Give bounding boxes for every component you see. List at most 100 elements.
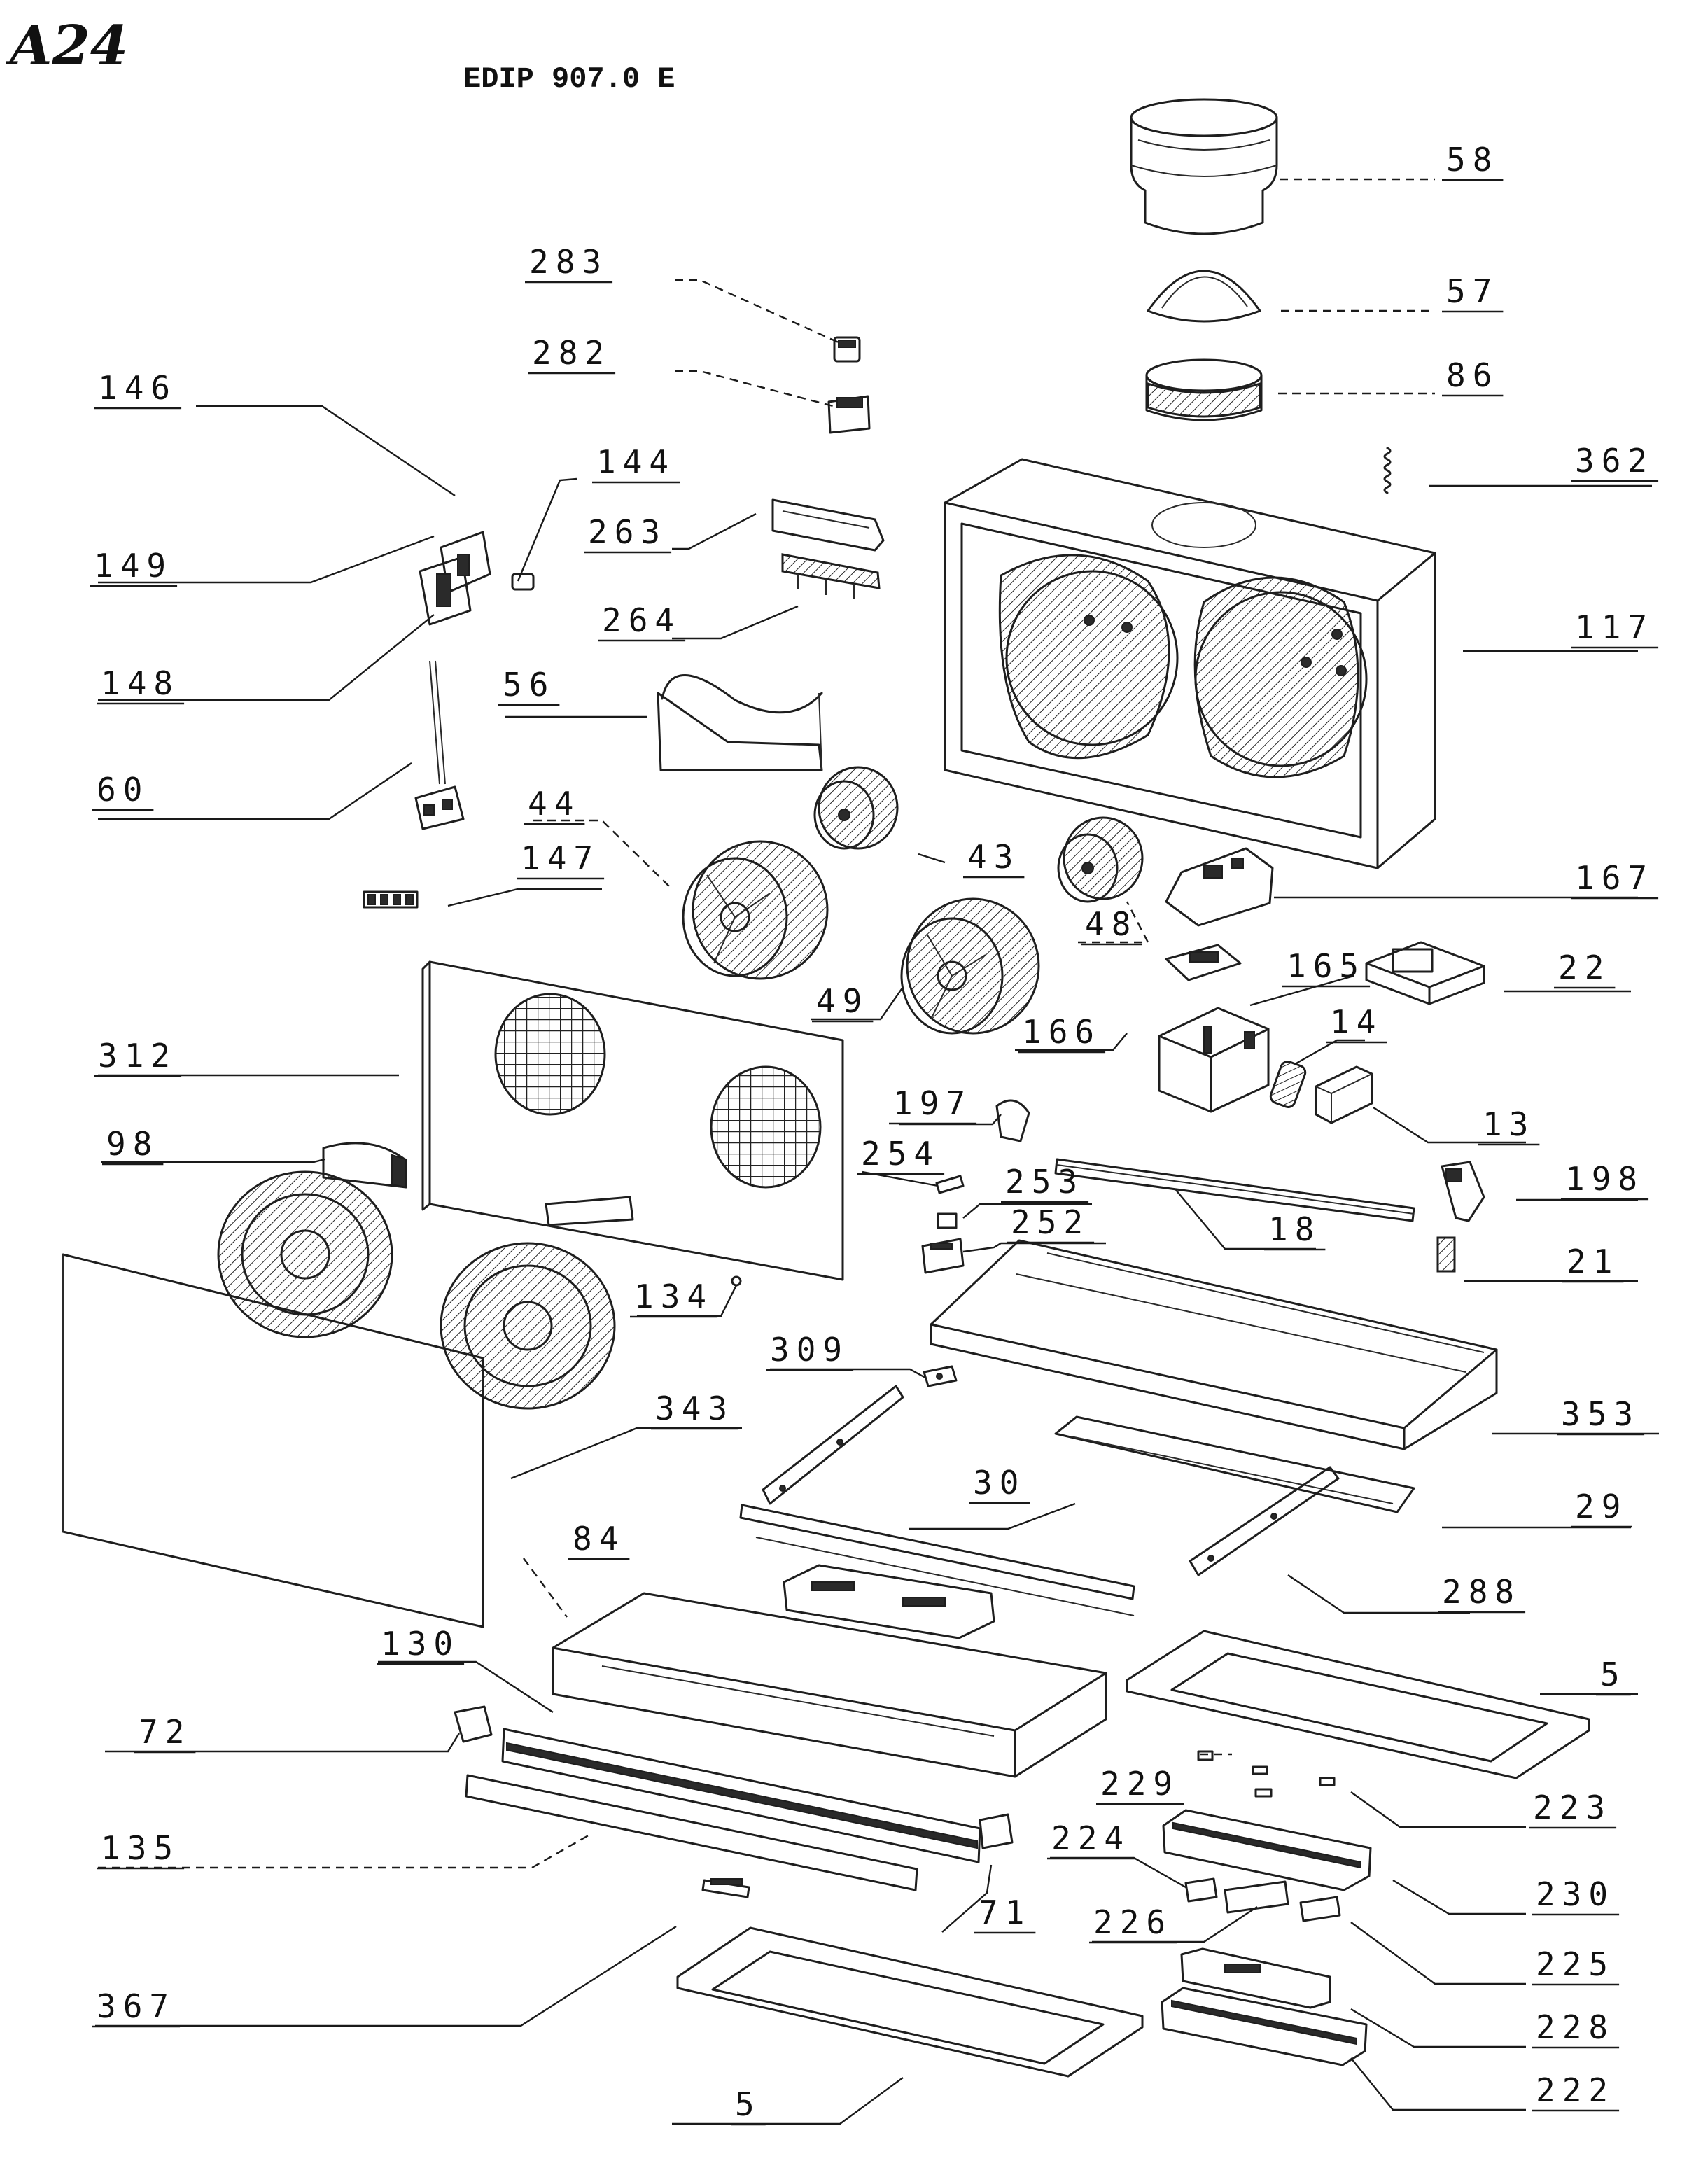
lamp-cover-center: [783, 1564, 995, 1639]
frame-353: [930, 1239, 1498, 1450]
callout-30: 30: [973, 1464, 1026, 1502]
callout-86: 86: [1446, 356, 1499, 394]
callout-147: 147: [521, 839, 600, 877]
clip-282: [827, 395, 871, 434]
part-225: [1299, 1896, 1341, 1922]
callout-56: 56: [503, 666, 555, 704]
callout-309: 309: [770, 1331, 849, 1369]
light-bar-130: [501, 1728, 981, 1863]
callout-144: 144: [596, 443, 676, 481]
callout-198: 198: [1565, 1160, 1644, 1198]
fan-wheel-44: [682, 840, 829, 980]
block-309: [923, 1365, 958, 1387]
part-224: [1184, 1877, 1218, 1903]
end-cap-71: [979, 1813, 1014, 1849]
callout-146: 146: [98, 369, 177, 407]
spring-362: [1383, 447, 1392, 494]
rod-264: [781, 553, 881, 599]
callout-21: 21: [1567, 1243, 1619, 1280]
callout-165: 165: [1287, 947, 1366, 985]
callout-229: 229: [1100, 1765, 1180, 1803]
callout-263: 263: [588, 513, 667, 551]
callout-117: 117: [1575, 608, 1654, 646]
lamp-housing-222: [1161, 1987, 1368, 2066]
callout-13: 13: [1483, 1105, 1535, 1143]
part-21: [1436, 1236, 1456, 1273]
callout-98: 98: [106, 1125, 159, 1163]
callout-254: 254: [861, 1135, 940, 1173]
housing-117: [944, 458, 1436, 869]
deflector-56: [657, 674, 823, 771]
ring-86: [1145, 358, 1263, 421]
callout-29: 29: [1575, 1488, 1628, 1525]
grille-5-right: [1126, 1630, 1590, 1779]
clip-229: [1197, 1750, 1214, 1761]
callout-130: 130: [381, 1625, 460, 1663]
diffuser-135: [465, 1774, 918, 1891]
end-cap-72: [454, 1705, 493, 1743]
callout-223: 223: [1533, 1789, 1612, 1826]
holder-198: [1441, 1161, 1485, 1222]
part-226: [1224, 1880, 1289, 1914]
bracket-263: [771, 498, 885, 552]
grille-5-left: [676, 1926, 1144, 2078]
lamp-tube-18: [1054, 1158, 1415, 1222]
ballast-22: [1365, 941, 1485, 1005]
bracket-228: [1180, 1947, 1331, 2009]
fan-wheel-43: [813, 766, 899, 850]
leader-lines: [95, 178, 1659, 2125]
part-252: [921, 1238, 965, 1274]
fan-wheel-48: [1057, 816, 1144, 903]
callout-288: 288: [1442, 1573, 1521, 1611]
callout-134: 134: [634, 1278, 713, 1315]
callout-84: 84: [573, 1520, 625, 1558]
filter-disc-right: [440, 1242, 616, 1410]
panel-312: [421, 960, 844, 1281]
board-167: [1165, 847, 1274, 927]
part-253: [937, 1212, 958, 1229]
callout-72: 72: [139, 1713, 191, 1751]
callout-222: 222: [1536, 2071, 1615, 2109]
callout-48: 48: [1085, 905, 1138, 943]
box-165: [1158, 1007, 1270, 1113]
starter-14: [1269, 1061, 1307, 1108]
callout-57: 57: [1446, 272, 1499, 310]
handle-98: [322, 1142, 407, 1189]
duct-collar-58: [1130, 98, 1278, 235]
gasket-29: [1054, 1415, 1415, 1513]
clip-223: [1252, 1765, 1336, 1798]
tray-84: [552, 1592, 1107, 1778]
callout-149: 149: [94, 547, 173, 585]
clip-283: [833, 336, 861, 363]
block-13: [1315, 1065, 1373, 1124]
callout-71: 71: [979, 1894, 1031, 1931]
terminal-strip-147: [363, 890, 419, 909]
sensor-60: [414, 660, 465, 830]
callout-312: 312: [98, 1037, 177, 1075]
part-144: [511, 573, 535, 591]
holder-197: [995, 1099, 1030, 1142]
callout-225: 225: [1536, 1945, 1615, 1983]
callout-135: 135: [101, 1829, 180, 1867]
screw-134: [731, 1275, 742, 1287]
callout-44: 44: [528, 785, 580, 823]
sheet-tag: A24: [5, 14, 128, 78]
part-367: [701, 1878, 750, 1898]
callout-labels: 283 282 146 144 263 149 264 148 56 60 44…: [90, 141, 1659, 2126]
filter-disc-left: [217, 1170, 393, 1338]
board-166: [1165, 944, 1242, 981]
callout-43: 43: [967, 838, 1020, 876]
callout-230: 230: [1536, 1875, 1615, 1913]
callout-18: 18: [1268, 1210, 1321, 1248]
callout-5-top: 5: [1600, 1656, 1627, 1693]
callout-5-bottom: 5: [735, 2085, 762, 2123]
callout-343: 343: [655, 1390, 734, 1427]
callout-362: 362: [1575, 442, 1654, 480]
callout-49: 49: [816, 982, 869, 1020]
part-254: [935, 1175, 965, 1194]
callout-197: 197: [893, 1084, 972, 1122]
switch-block-149: [419, 531, 491, 626]
callout-264: 264: [602, 601, 681, 639]
